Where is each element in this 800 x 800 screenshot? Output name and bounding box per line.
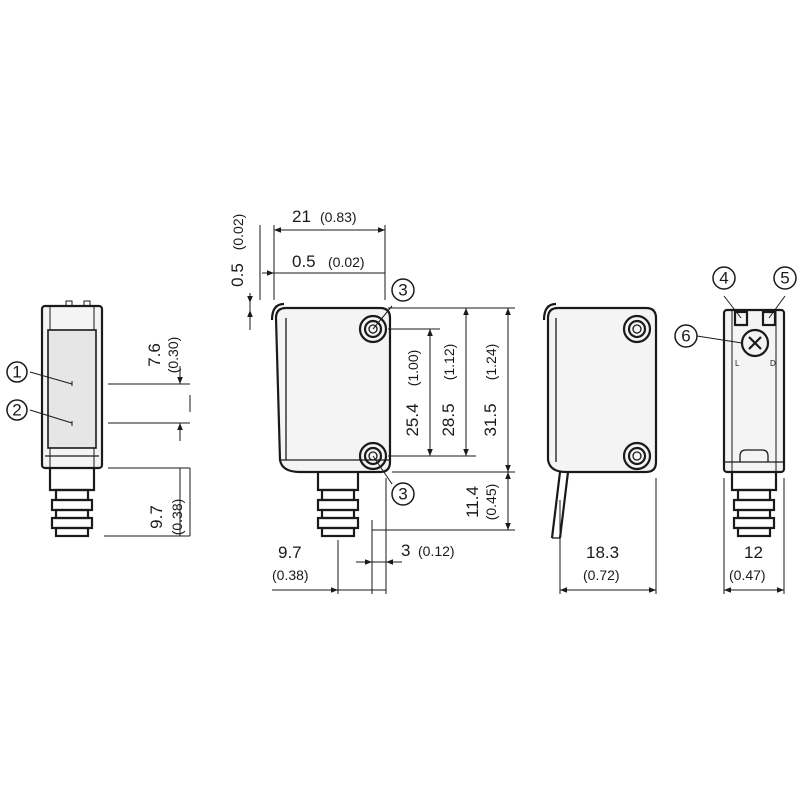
front-dim-9-7-inch: (0.38)	[272, 567, 309, 583]
side-view: 7.6 (0.30) 9.7 (0.38)	[29, 300, 191, 538]
dim-3-value: 3	[401, 541, 410, 560]
dim-21-inch: (0.83)	[320, 209, 357, 225]
svg-text:5: 5	[780, 269, 789, 288]
dim-12-inch: (0.47)	[729, 567, 766, 583]
dim-21-value: 21	[292, 207, 311, 226]
mounting-hole-top	[358, 314, 388, 344]
callout-2: 2	[6, 399, 28, 421]
dim-0-5-a-inch: (0.02)	[230, 214, 246, 251]
dim-0-5-a-value: 0.5	[228, 263, 247, 287]
dim-28-5-value: 28.5	[439, 403, 458, 436]
dim-28-5-inch: (1.12)	[441, 344, 457, 381]
callout-1: 1	[6, 361, 28, 383]
callout-4: 4	[712, 266, 736, 290]
label-l: L	[735, 359, 740, 368]
led-indicator-right	[761, 310, 777, 327]
callout-3-top: 3	[391, 278, 415, 302]
dim-11-4-inch: (0.45)	[483, 484, 499, 521]
connector-side	[48, 468, 96, 538]
front-dim-9-7-value: 9.7	[278, 543, 302, 562]
dim-12-value: 12	[744, 543, 763, 562]
dim-0-5-b-value: 0.5	[292, 252, 316, 271]
svg-text:6: 6	[681, 327, 690, 346]
dim-0-5-b-inch: (0.02)	[328, 254, 365, 270]
front-view: 21 (0.83) 0.5 (0.02) 0.5 (0.02) 25.4 (1.…	[228, 207, 515, 594]
mounting-hole-bottom	[358, 441, 388, 471]
dim-9-7-value: 9.7	[147, 505, 166, 529]
callout-6: 6	[674, 324, 698, 348]
led-indicator-left	[733, 310, 749, 327]
dim-31-5-inch: (1.24)	[483, 344, 499, 381]
cable-view: 18.3 (0.72)	[542, 302, 658, 594]
cable	[550, 471, 570, 539]
svg-text:1: 1	[12, 363, 21, 382]
dim-7-6-value: 7.6	[145, 343, 164, 367]
rear-view: L D 12 (0.47)	[696, 295, 786, 594]
dim-7-6-inch: (0.30)	[165, 337, 181, 374]
receiver-lens	[47, 329, 97, 449]
svg-text:3: 3	[398, 485, 407, 504]
dim-31-5-value: 31.5	[481, 403, 500, 436]
dim-9-7-inch: (0.38)	[169, 499, 185, 536]
svg-text:2: 2	[12, 401, 21, 420]
dim-11-4-value: 11.4	[463, 486, 482, 518]
label-d: D	[770, 359, 776, 368]
callout-3-bottom: 3	[391, 482, 415, 506]
dim-18-3-value: 18.3	[586, 543, 619, 562]
connector-front	[316, 472, 360, 538]
dim-25-4-value: 25.4	[403, 403, 422, 436]
svg-text:3: 3	[398, 281, 407, 300]
svg-text:4: 4	[719, 269, 728, 288]
dim-25-4-inch: (1.00)	[405, 350, 421, 387]
callout-5: 5	[773, 266, 797, 290]
dim-18-3-inch: (0.72)	[583, 567, 620, 583]
dim-3-inch: (0.12)	[418, 543, 455, 559]
